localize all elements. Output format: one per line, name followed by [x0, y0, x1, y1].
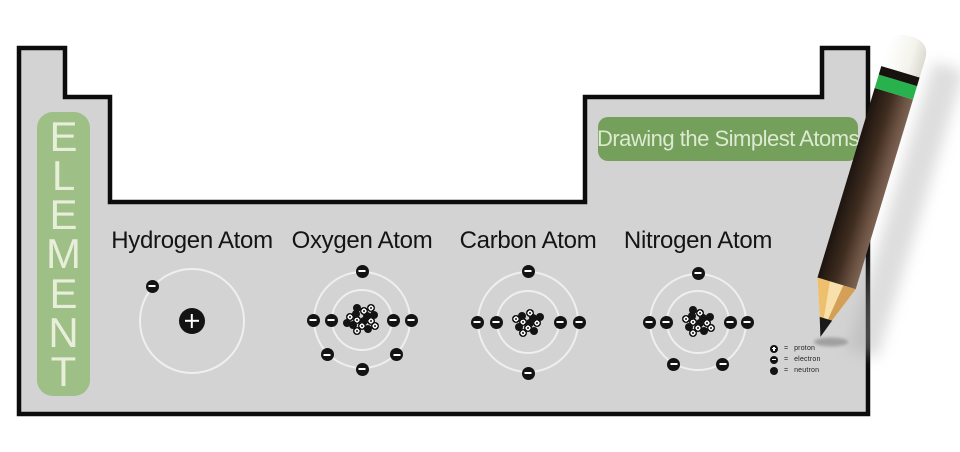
electron — [642, 315, 656, 329]
neutron — [349, 321, 358, 330]
neutron — [689, 306, 698, 315]
electron — [572, 315, 586, 329]
proton — [345, 312, 354, 321]
neutron — [342, 319, 351, 328]
neutron — [515, 323, 524, 332]
neutron — [353, 304, 362, 313]
neutron — [352, 310, 361, 319]
element-banner-letter: T — [50, 347, 77, 395]
legend-label: electron — [794, 356, 821, 363]
element-banner-letter: E — [49, 269, 78, 317]
proton — [357, 322, 366, 331]
neutron — [363, 324, 372, 333]
element-banner-letter: E — [49, 113, 78, 160]
electron — [355, 362, 369, 376]
legend-equals: = — [784, 356, 789, 363]
neutron — [518, 312, 527, 321]
atom-title: Hydrogen Atom — [111, 227, 273, 254]
element-banner-letter: N — [48, 308, 79, 356]
neutron — [685, 323, 694, 332]
proton — [352, 326, 361, 335]
neutron — [370, 311, 379, 320]
neutron — [525, 319, 534, 328]
element-banner-letter: L — [51, 152, 76, 200]
atom-title: Nitrogen Atom — [623, 227, 773, 254]
plus-symbol-icon — [770, 344, 778, 353]
proton — [696, 308, 705, 317]
neutron — [688, 312, 697, 321]
proton — [353, 316, 362, 325]
proton — [693, 324, 702, 333]
proton — [523, 324, 532, 333]
electron — [723, 315, 737, 329]
proton — [707, 323, 716, 332]
electron — [659, 315, 673, 329]
electron — [145, 279, 159, 293]
solid-symbol-icon — [770, 366, 778, 375]
legend-row: = electron — [770, 354, 821, 365]
neutron — [359, 317, 368, 326]
title-box-label: Drawing the Simplest Atoms — [596, 126, 860, 151]
title-box: Drawing the Simplest Atoms — [596, 117, 860, 161]
proton — [360, 306, 369, 315]
electron — [306, 313, 320, 327]
electron — [521, 366, 535, 380]
electron — [320, 348, 334, 362]
electron — [553, 315, 567, 329]
element-banner-letter: M — [46, 230, 81, 278]
electron — [390, 348, 404, 362]
neutron — [536, 313, 545, 322]
electron — [521, 264, 535, 278]
legend-label: proton — [794, 345, 816, 352]
neutron — [695, 319, 704, 328]
proton — [367, 317, 376, 326]
legend-row: = proton — [770, 343, 821, 354]
neutron — [362, 312, 371, 321]
proton — [511, 314, 520, 323]
legend-row: = neutron — [770, 365, 821, 376]
neutron — [699, 326, 708, 335]
legend-equals: = — [784, 345, 789, 352]
proton — [371, 321, 380, 330]
electron — [716, 357, 729, 371]
electron — [386, 313, 400, 327]
legend-label: neutron — [794, 367, 820, 374]
electron — [470, 315, 484, 329]
neutron — [528, 314, 537, 323]
electron — [404, 313, 418, 327]
proton — [703, 319, 712, 328]
electron — [667, 357, 680, 371]
proton — [518, 328, 527, 337]
neutron — [706, 313, 715, 322]
electron — [691, 266, 705, 280]
atom-title: Oxygen Atom — [291, 227, 433, 254]
electron — [740, 315, 754, 329]
proton — [688, 328, 697, 337]
atom-title: Carbon Atom — [459, 227, 597, 254]
element-banner-letter: E — [49, 191, 78, 239]
neutron — [529, 326, 538, 335]
proton — [519, 318, 528, 327]
electron — [324, 313, 338, 327]
minus-symbol-icon — [770, 355, 778, 364]
proton — [366, 304, 375, 313]
proton — [681, 314, 690, 323]
nucleus-proton — [179, 308, 205, 334]
electron — [489, 315, 503, 329]
proton — [526, 308, 535, 317]
proton — [533, 319, 542, 328]
proton — [689, 318, 698, 327]
particle-legend: = proton = electron = neutron — [770, 343, 821, 376]
neutron — [698, 314, 707, 323]
electron-shell-ring — [139, 268, 245, 374]
legend-equals: = — [784, 367, 789, 374]
electron — [355, 264, 369, 278]
